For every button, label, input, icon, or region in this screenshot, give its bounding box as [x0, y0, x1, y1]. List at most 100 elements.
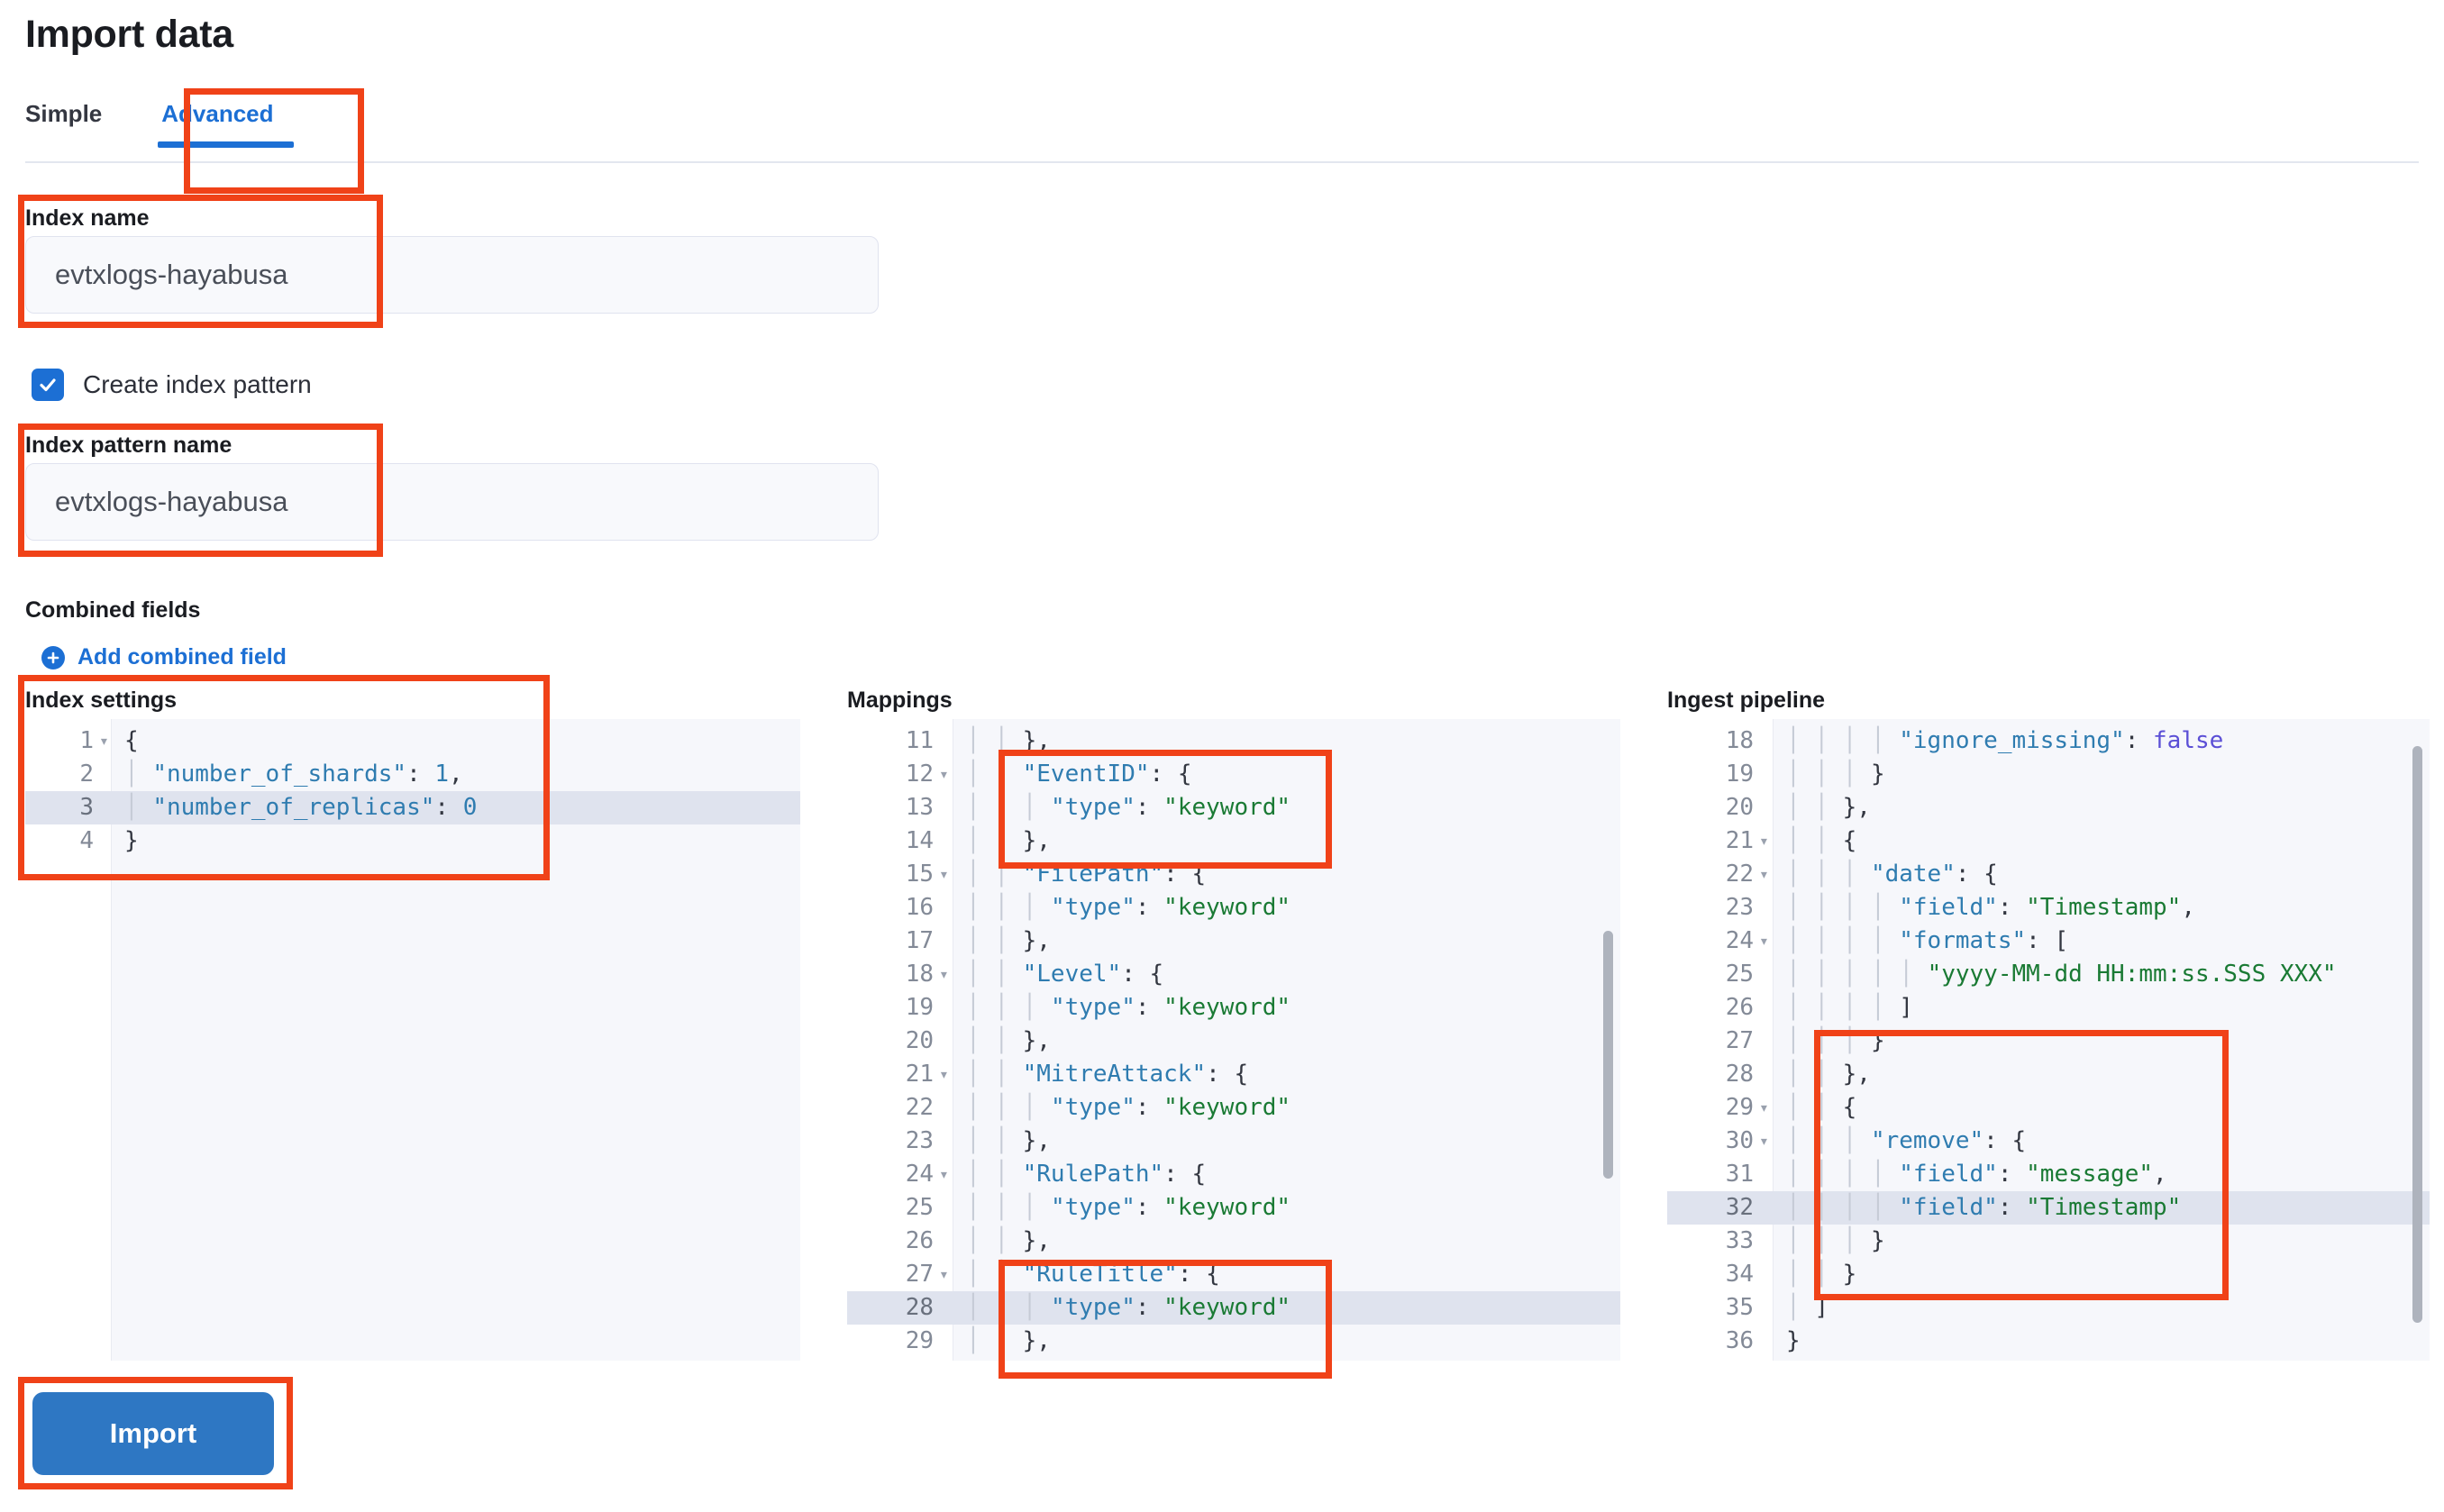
- code-line: 35│ ]: [1667, 1291, 2430, 1325]
- code-text: {: [124, 727, 139, 754]
- create-index-pattern-checkbox[interactable]: [32, 369, 63, 400]
- line-number: 20: [905, 1027, 934, 1054]
- code-text: │ │ },: [966, 1127, 1051, 1154]
- code-text: │ │ │ │ "field": "Timestamp": [1786, 1194, 2182, 1221]
- code-text: │ │ │ }: [1786, 1027, 1885, 1054]
- mappings-editor[interactable]: 11│ │ },12▾│ │ "EventID": {13│ │ │ "type…: [847, 719, 1620, 1361]
- code-line: 29 │ │ },: [847, 1325, 1620, 1358]
- fold-arrow-icon[interactable]: ▾: [1759, 932, 1769, 951]
- ingest-pipeline-title: Ingest pipeline: [1667, 688, 1826, 713]
- line-number: 24: [905, 1161, 934, 1188]
- page-title: Import data: [25, 13, 233, 56]
- tab-simple[interactable]: Simple: [25, 95, 134, 148]
- combined-fields-label: Combined fields: [25, 597, 201, 623]
- code-line: 31│ │ │ │ "field": "message",: [1667, 1158, 2430, 1191]
- code-text: │ │ {: [1786, 1094, 1857, 1121]
- code-text: │ │ "Level": {: [966, 961, 1164, 988]
- fold-arrow-icon[interactable]: ▾: [939, 865, 949, 884]
- code-line: 20 │ │ },: [847, 1025, 1620, 1058]
- fold-arrow-icon[interactable]: ▾: [1759, 1098, 1769, 1117]
- code-text: │ │ {: [1786, 827, 1857, 854]
- code-text: │ │ "MitreAttack": {: [966, 1061, 1249, 1088]
- index-pattern-name-input[interactable]: evtxlogs-hayabusa: [25, 463, 879, 541]
- fold-arrow-icon[interactable]: ▾: [99, 732, 109, 751]
- line-number: 23: [905, 1127, 934, 1154]
- code-text: │ │ │ │ │ "yyyy-MM-dd HH:mm:ss.SSS XXX": [1786, 961, 2337, 988]
- line-number: 27: [1725, 1027, 1754, 1054]
- index-settings-code[interactable]: 1▾{2│ "number_of_shards": 1,3│ "number_o…: [25, 719, 800, 1361]
- code-text: │ │ },: [966, 727, 1051, 754]
- code-text: │ │ │ "type": "keyword": [966, 1094, 1291, 1121]
- index-settings-editor[interactable]: 1▾{2│ "number_of_shards": 1,3│ "number_o…: [25, 719, 800, 1361]
- code-line: 29▾│ │ {: [1667, 1091, 2430, 1125]
- index-pattern-name-label: Index pattern name: [25, 433, 233, 458]
- line-number: 18: [1725, 727, 1754, 754]
- code-text: │ │ │ │ "field": "message",: [1786, 1161, 2167, 1188]
- code-line: 25│ │ │ "type": "keyword": [847, 1191, 1620, 1225]
- line-number: 20: [1725, 794, 1754, 821]
- line-number: 21: [1725, 827, 1754, 854]
- code-text: │ │ },: [1786, 794, 1871, 821]
- line-number: 2: [79, 761, 94, 788]
- code-line: 24▾│ │ "RulePath": {: [847, 1158, 1620, 1191]
- code-line: 24▾│ │ │ │ "formats": [: [1667, 925, 2430, 958]
- index-settings-gutter: [25, 719, 112, 1361]
- code-text: │ │ │ }: [1786, 1227, 1885, 1254]
- fold-arrow-icon[interactable]: ▾: [1759, 832, 1769, 851]
- code-text: │ │ },: [1786, 1061, 1871, 1088]
- code-text: │ │ │ │ "field": "Timestamp",: [1786, 894, 2195, 921]
- code-line: 28│ │ │ "type": "keyword": [847, 1291, 1620, 1325]
- line-number: 27: [905, 1261, 934, 1288]
- fold-arrow-icon[interactable]: ▾: [939, 1065, 949, 1084]
- code-text: │ │ │ "type": "keyword": [966, 1294, 1291, 1321]
- code-text: │ │ "RuleTitle": {: [966, 1261, 1220, 1288]
- mappings-code[interactable]: 11│ │ },12▾│ │ "EventID": {13│ │ │ "type…: [847, 719, 1620, 1361]
- line-number: 4: [79, 827, 94, 854]
- tab-advanced[interactable]: Advanced: [134, 95, 300, 148]
- code-line: 14│ │ },: [847, 824, 1620, 858]
- mappings-scrollbar[interactable]: [1603, 931, 1613, 1179]
- code-line: 19│ │ │ }: [1667, 758, 2430, 791]
- code-line: 21▾│ │ "MitreAttack": {: [847, 1058, 1620, 1091]
- code-text: │ │ │ "date": {: [1786, 861, 1998, 888]
- code-line: 19│ │ │ "type": "keyword": [847, 991, 1620, 1025]
- fold-arrow-icon[interactable]: ▾: [939, 1165, 949, 1184]
- create-index-pattern-label: Create index pattern: [83, 370, 312, 398]
- code-text: │ │ },: [966, 1027, 1051, 1054]
- line-number: 3: [79, 794, 94, 821]
- code-line: 2│ "number_of_shards": 1,: [25, 758, 800, 791]
- line-number: 19: [905, 994, 934, 1021]
- line-number: 25: [905, 1194, 934, 1221]
- line-number: 35: [1725, 1294, 1754, 1321]
- fold-arrow-icon[interactable]: ▾: [939, 1265, 949, 1284]
- code-line: 36}: [1667, 1325, 2430, 1358]
- code-line: 17│ │ },: [847, 925, 1620, 958]
- line-number: 18: [905, 961, 934, 988]
- code-line: 33 │ │ │ }: [1667, 1225, 2430, 1258]
- code-line: 18 ▾ │ │ "Level": {: [847, 958, 1620, 991]
- line-number: 29: [905, 1327, 934, 1354]
- index-name-input[interactable]: evtxlogs-hayabusa: [25, 236, 879, 314]
- add-combined-field-label: Add combined field: [78, 644, 287, 669]
- create-index-pattern-row[interactable]: Create index pattern: [32, 369, 312, 400]
- fold-arrow-icon[interactable]: ▾: [1759, 865, 1769, 884]
- code-text: │ │ │ "type": "keyword": [966, 894, 1291, 921]
- code-line: 28│ │ },: [1667, 1058, 2430, 1091]
- code-line: 13│ │ │ "type": "keyword": [847, 791, 1620, 824]
- add-combined-field-button[interactable]: Add combined field: [41, 644, 287, 670]
- code-text: │ │ },: [966, 1327, 1051, 1354]
- code-line: 30▾│ │ │ "remove": {: [1667, 1125, 2430, 1158]
- fold-arrow-icon[interactable]: ▾: [1759, 1132, 1769, 1151]
- import-button[interactable]: Import: [32, 1392, 274, 1475]
- ingest-pipeline-scrollbar[interactable]: [2412, 746, 2422, 1323]
- code-line: 32│ │ │ │ "field": "Timestamp": [1667, 1191, 2430, 1225]
- index-name-label: Index name: [25, 205, 150, 231]
- line-number: 33: [1725, 1227, 1754, 1254]
- code-text: }: [124, 827, 139, 854]
- code-line: 15▾│ │ "FilePath": {: [847, 858, 1620, 891]
- line-number: 24: [1725, 927, 1754, 954]
- fold-arrow-icon[interactable]: ▾: [939, 965, 949, 984]
- fold-arrow-icon[interactable]: ▾: [939, 765, 949, 784]
